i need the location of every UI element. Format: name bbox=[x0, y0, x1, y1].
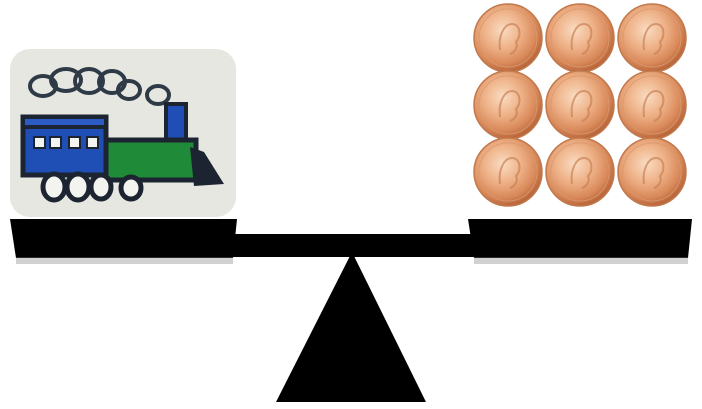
seesaw-beam bbox=[192, 234, 514, 257]
penny-stack bbox=[474, 4, 686, 206]
left-platform bbox=[10, 219, 237, 258]
penny-coin bbox=[546, 4, 614, 72]
train-chimney bbox=[166, 104, 186, 140]
penny-coin bbox=[546, 138, 614, 206]
penny-coin bbox=[474, 71, 542, 139]
right-platform bbox=[468, 219, 692, 258]
fulcrum-triangle bbox=[276, 252, 426, 402]
train-cab bbox=[23, 117, 106, 175]
toy-train-card bbox=[10, 49, 236, 217]
penny-coin bbox=[546, 71, 614, 139]
train-wheels bbox=[43, 174, 141, 200]
penny-coin bbox=[618, 4, 686, 72]
penny-coin bbox=[474, 138, 542, 206]
penny-coin bbox=[618, 138, 686, 206]
penny-coin bbox=[618, 71, 686, 139]
penny-coin bbox=[474, 4, 542, 72]
